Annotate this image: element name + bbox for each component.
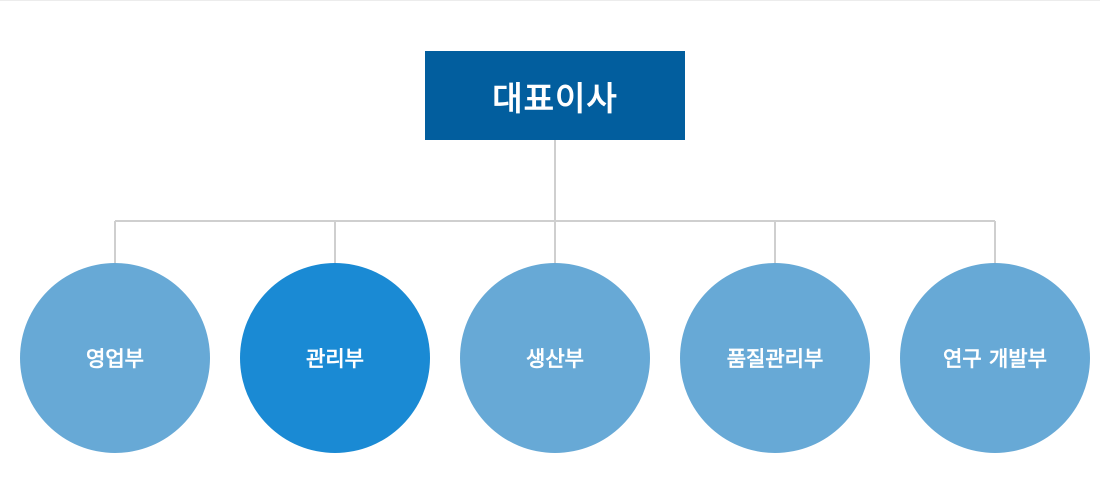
- dept-node-management: 관리부: [240, 263, 430, 453]
- dept-label-quality: 품질관리부: [726, 347, 824, 371]
- dept-node-production: 생산부: [460, 263, 650, 453]
- dept-label-management: 관리부: [306, 347, 364, 371]
- dept-node-sales: 영업부: [20, 263, 210, 453]
- dept-node-quality: 품질관리부: [680, 263, 870, 453]
- dept-label-rnd: 연구 개발부: [943, 347, 1047, 371]
- dept-label-sales: 영업부: [86, 347, 144, 371]
- ceo-box: 대표이사: [425, 51, 685, 140]
- dept-node-rnd: 연구 개발부: [900, 263, 1090, 453]
- dept-label-production: 생산부: [526, 347, 584, 371]
- top-divider: [0, 0, 1100, 1]
- ceo-label: 대표이사: [492, 78, 618, 118]
